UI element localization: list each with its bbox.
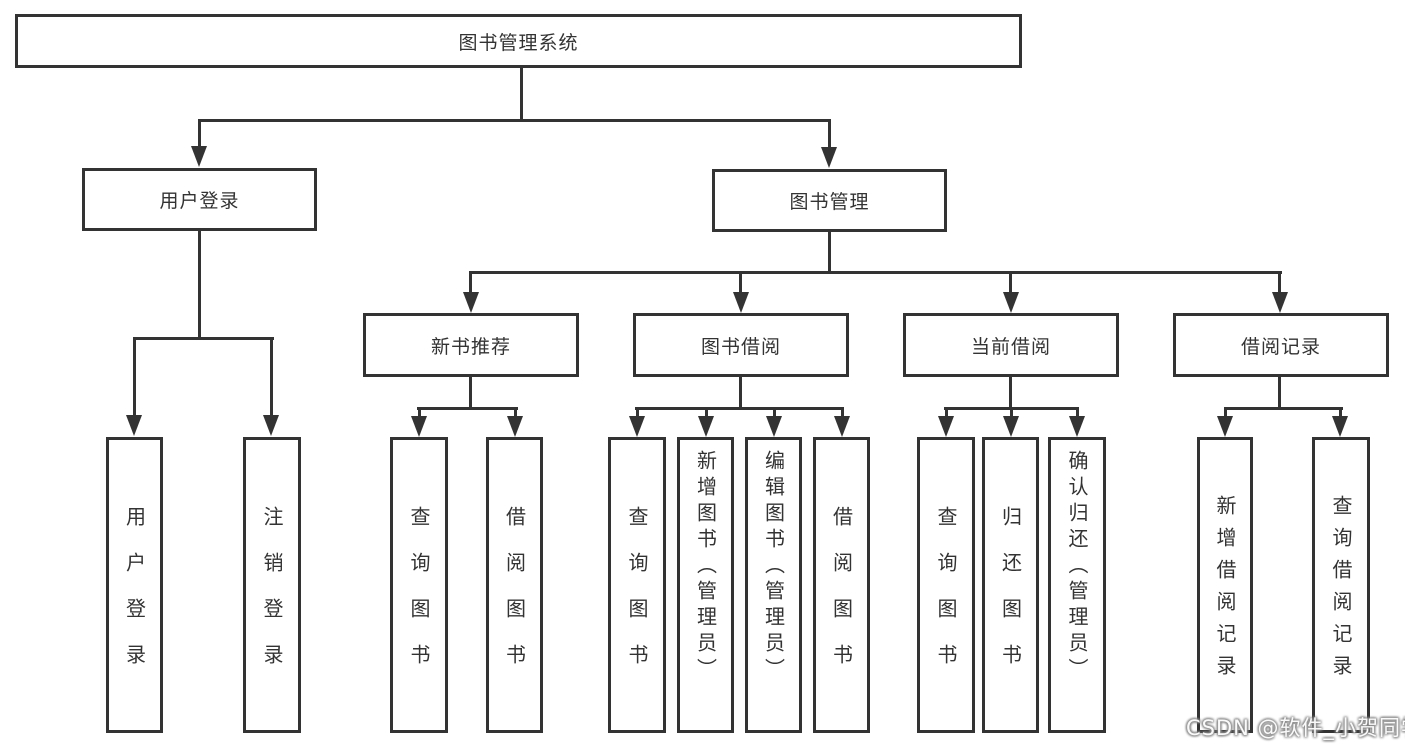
connector-to-login-leaf	[133, 340, 136, 416]
arrow-down-icon	[1332, 416, 1348, 437]
connector-leaf	[1076, 410, 1079, 418]
connector-book-borrow-branch	[635, 407, 844, 410]
arrow-down-icon	[463, 292, 479, 313]
arrow-down-icon	[821, 147, 837, 168]
connector-leaf	[636, 410, 639, 418]
connector-new-book-vertical	[469, 374, 472, 410]
connector-branch1-horizontal	[198, 119, 831, 122]
connector-new-book-branch	[417, 407, 518, 410]
connector-user-login-vertical	[198, 230, 201, 340]
node-book-management-label: 图书管理	[789, 191, 870, 213]
leaf-confirm-return-admin: 确认归还（管理员）	[1048, 437, 1106, 733]
arrow-down-icon	[1069, 416, 1085, 437]
leaf-query-books-recommend: 查询图书	[390, 437, 448, 733]
connector-to-borrow-records	[1278, 274, 1281, 292]
connector-leaf	[945, 410, 948, 418]
arrow-down-icon	[1217, 416, 1233, 437]
connector-leaf	[773, 410, 776, 418]
arrow-down-icon	[629, 416, 645, 437]
connector-user-login-branch	[133, 337, 274, 340]
connector-root-vertical	[520, 66, 523, 122]
connector-to-current-borrow	[1009, 274, 1012, 292]
connector-to-book-management	[828, 122, 831, 148]
arrow-down-icon	[1003, 292, 1019, 313]
node-book-borrow: 图书借阅	[633, 313, 849, 377]
connector-to-new-book	[469, 274, 472, 292]
leaf-borrow-books: 借阅图书	[813, 437, 870, 733]
arrow-down-icon	[411, 416, 427, 437]
connector-borrow-records-vertical	[1278, 374, 1281, 410]
leaf-query-books-current: 查询图书	[917, 437, 975, 733]
arrow-down-icon	[698, 416, 714, 437]
arrow-down-icon	[1003, 416, 1019, 437]
csdn-watermark: CSDN @软件_小贺同学	[1186, 716, 1405, 740]
node-borrow-records: 借阅记录	[1173, 313, 1389, 377]
connector-leaf	[1010, 410, 1013, 418]
connector-leaf	[705, 410, 708, 418]
connector-borrow-records-branch	[1224, 407, 1343, 410]
connector-current-borrow-vertical	[1009, 374, 1012, 410]
leaf-query-books-borrow: 查询图书	[608, 437, 666, 733]
arrow-down-icon	[263, 415, 279, 436]
connector-current-borrow-branch	[944, 407, 1079, 410]
leaf-add-book-admin: 新增图书（管理员）	[677, 437, 734, 733]
arrow-down-icon	[834, 416, 850, 437]
node-new-book-recommend: 新书推荐	[363, 313, 579, 377]
arrow-down-icon	[938, 416, 954, 437]
leaf-borrow-books-recommend: 借阅图书	[486, 437, 543, 733]
arrow-down-icon	[191, 146, 207, 167]
leaf-user-login: 用户登录	[106, 437, 163, 733]
connector-leaf	[1339, 410, 1342, 418]
node-user-login: 用户登录	[82, 168, 317, 231]
node-root: 图书管理系统	[15, 14, 1022, 68]
node-new-book-recommend-label: 新书推荐	[430, 335, 511, 358]
connector-leaf	[514, 410, 517, 418]
leaf-edit-book-admin: 编辑图书（管理员）	[745, 437, 802, 733]
arrow-down-icon	[733, 292, 749, 313]
node-borrow-records-label: 借阅记录	[1240, 335, 1321, 358]
node-current-borrow-label: 当前借阅	[970, 335, 1051, 358]
connector-to-book-borrow	[739, 274, 742, 292]
connector-leaf	[1224, 410, 1227, 418]
node-current-borrow: 当前借阅	[903, 313, 1119, 377]
arrow-down-icon	[126, 415, 142, 436]
node-user-login-label: 用户登录	[159, 190, 240, 212]
node-book-borrow-label: 图书借阅	[700, 335, 781, 358]
node-book-management: 图书管理	[712, 169, 947, 232]
connector-book-borrow-vertical	[739, 374, 742, 410]
connector-branch2-horizontal	[469, 271, 1282, 274]
connector-to-user-login	[198, 122, 201, 148]
connector-leaf	[841, 410, 844, 418]
leaf-return-book: 归还图书	[982, 437, 1039, 733]
connector-leaf	[418, 410, 421, 418]
arrow-down-icon	[766, 416, 782, 437]
arrow-down-icon	[507, 416, 523, 437]
leaf-logout: 注销登录	[243, 437, 301, 733]
connector-book-management-vertical	[828, 231, 831, 274]
arrow-down-icon	[1272, 292, 1288, 313]
connector-to-logout-leaf	[270, 340, 273, 416]
leaf-add-borrow-record: 新增借阅记录	[1197, 437, 1253, 733]
node-root-label: 图书管理系统	[458, 31, 579, 54]
leaf-query-borrow-record: 查询借阅记录	[1312, 437, 1370, 733]
